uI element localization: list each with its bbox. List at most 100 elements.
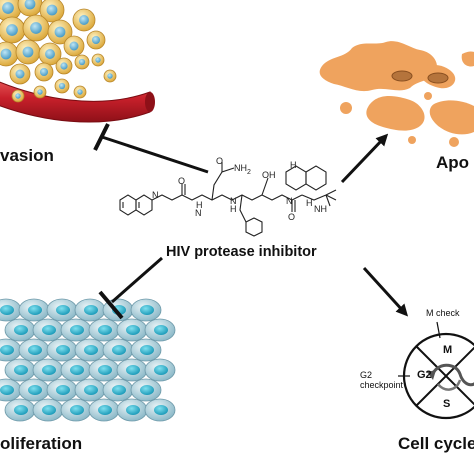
tumor-cell-nucleus [91, 35, 101, 45]
atom-o-label: O [178, 176, 186, 186]
proliferating-cell-nucleus [14, 405, 28, 415]
apoptotic-cell [429, 100, 474, 135]
proliferating-cell-nucleus [70, 365, 84, 375]
vessel-opening [145, 92, 155, 112]
proliferating-cell-nucleus [98, 325, 112, 335]
atom-o-label: O [288, 212, 296, 222]
backbone-chain [151, 194, 303, 201]
proliferating-cell-nucleus [126, 405, 140, 415]
proliferating-cell-nucleus [154, 325, 168, 335]
cycle-loop-arrow [430, 363, 474, 387]
apoptosis-illustration [319, 41, 474, 147]
arrest-cell-cycle-arrow [362, 266, 409, 317]
proliferating-cell-nucleus [28, 345, 42, 355]
cycle-divider [415, 346, 474, 407]
tumor-cell-nucleus [2, 2, 14, 14]
apoptotic-fragment [424, 92, 432, 100]
inhibit-invasion-bar [93, 123, 110, 151]
m-checkpoint-label: M check [426, 308, 460, 318]
apoptotic-body [427, 72, 449, 84]
quinoline-ring [119, 194, 137, 216]
tumor-cell-nucleus [46, 4, 58, 16]
tumor-cell-nucleus [79, 15, 89, 25]
nh-label: NH [314, 204, 327, 214]
atom-h-label: H [230, 204, 237, 214]
proliferating-cell-nucleus [42, 365, 56, 375]
cycle-arrowhead [427, 370, 436, 380]
proliferating-cell-nucleus [0, 385, 14, 395]
proliferating-cell-nucleus [42, 325, 56, 335]
tumor-cell-nucleus [69, 41, 79, 51]
proliferating-cell-nucleus [70, 405, 84, 415]
m-checkpoint-pointer [436, 321, 441, 339]
apoptotic-fragment [449, 137, 459, 147]
tumor-cell-nucleus [95, 57, 101, 63]
phenyl-ring [245, 217, 263, 237]
apoptotic-body [391, 70, 413, 82]
proliferating-cell-nucleus [154, 365, 168, 375]
proliferating-cell-nucleus [0, 305, 14, 315]
tumor-cell-nucleus [78, 58, 86, 66]
proliferation-label: oliferation [0, 434, 83, 453]
pathway-connectors [93, 123, 409, 320]
tumor-cell-nucleus [77, 89, 83, 95]
atom-n-label: N [152, 190, 159, 200]
proliferating-cell-nucleus [140, 345, 154, 355]
atom-h-label: H [306, 198, 313, 208]
proliferating-cell-nucleus [84, 385, 98, 395]
proliferating-cell-nucleus [70, 325, 84, 335]
isoquinoline-ring [305, 165, 327, 191]
tumor-cell-nucleus [15, 93, 21, 99]
atom-n-label: N [230, 196, 237, 206]
apoptotic-cell [461, 51, 474, 67]
proliferating-cell-nucleus [84, 305, 98, 315]
inhibit-invasion-line [101, 135, 209, 174]
tumor-cell-nucleus [39, 67, 49, 77]
apoptotic-cell [366, 96, 425, 131]
proliferation-cell-cluster [0, 298, 176, 422]
cell-cycle-circle [402, 332, 474, 420]
inhibit-proliferation-line [111, 256, 163, 304]
atom-h-label: H [290, 160, 297, 170]
proliferating-cell-nucleus [140, 385, 154, 395]
proliferating-cell-nucleus [14, 325, 28, 335]
invasion-label: vasion [0, 146, 54, 165]
tumor-cell-nucleus [37, 89, 43, 95]
cycle-loop-arrow [437, 379, 462, 391]
apoptotic-fragment [408, 136, 416, 144]
proliferating-cell-nucleus [0, 345, 14, 355]
proliferating-cell-nucleus [126, 325, 140, 335]
proliferating-cell-nucleus [56, 345, 70, 355]
proliferating-cell-nucleus [98, 365, 112, 375]
proliferating-cell-nucleus [112, 385, 126, 395]
tumor-cell-nucleus [15, 69, 25, 79]
g2-phase-label: G2 [417, 369, 432, 381]
tumor-cell-nucleus [58, 82, 66, 90]
apoptotic-fragment [340, 102, 352, 114]
tumor-cell-nucleus [54, 26, 66, 38]
induce-apoptosis-arrow [340, 133, 389, 184]
cell-cycle-label: Cell cycle [398, 434, 474, 453]
tumor-cell-nucleus [24, 0, 36, 10]
proliferating-cell-nucleus [28, 385, 42, 395]
proliferating-cell-nucleus [42, 405, 56, 415]
g2-checkpoint-label: G2 checkpoint [360, 370, 404, 390]
quinoline-ring [135, 194, 153, 216]
cell-cycle-diagram [398, 321, 474, 420]
apoptotic-fragment [389, 55, 395, 61]
proliferating-cell-nucleus [126, 365, 140, 375]
s-phase-label: S [443, 398, 451, 410]
proliferating-cell-nucleus [112, 345, 126, 355]
tumor-cell-nucleus [6, 24, 18, 36]
proliferating-cell-nucleus [98, 405, 112, 415]
atom-h-label: H [196, 200, 203, 210]
tumor-cell-cluster [0, 0, 117, 103]
molecule-structure [119, 162, 337, 237]
apoptotic-cell [319, 41, 438, 92]
proliferating-cell-nucleus [28, 305, 42, 315]
nh2-label: NH2 [234, 163, 251, 176]
proliferating-cell-nucleus [154, 405, 168, 415]
inhibit-proliferation-bar [98, 290, 124, 320]
